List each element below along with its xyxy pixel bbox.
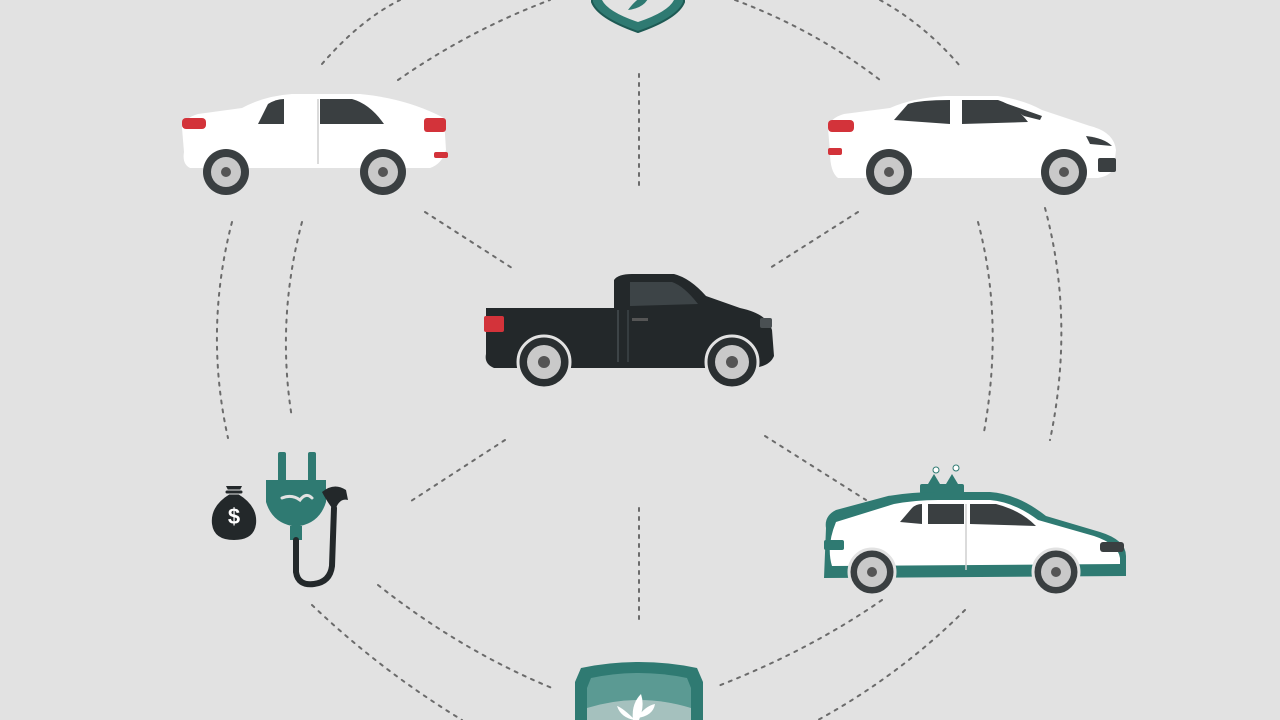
outer-arc-top-left: [321, 0, 401, 65]
inner-arc-right: [977, 221, 994, 433]
spoke-bottom-right: [764, 435, 867, 501]
outer-arc-right: [1044, 207, 1063, 441]
outer-arc-bottom-right: [817, 609, 966, 720]
money-bag-icon: $: [211, 486, 257, 540]
outer-arc-top-right: [879, 0, 961, 67]
black-pickup-truck-icon: [484, 274, 774, 390]
shield-leaf-icon: [591, 0, 685, 34]
inner-arc-top-left: [397, 0, 551, 81]
inner-arc-bottom-right: [717, 599, 883, 687]
spoke-bottom-left: [407, 439, 506, 504]
ev-plug-money-bag-icon: $: [211, 452, 348, 588]
connector-lines: [215, 0, 1063, 720]
white-sedan-icon: [182, 94, 448, 195]
ev-plug-icon: [266, 452, 348, 588]
outer-arc-bottom-left: [311, 604, 463, 720]
inner-arc-top-right: [734, 0, 881, 81]
outer-arc-left: [215, 221, 233, 439]
white-sedan-icon: [828, 96, 1116, 195]
spoke-top-left: [424, 211, 513, 269]
inner-arc-bottom-left: [377, 584, 553, 689]
shield-leaf-icon: [575, 662, 703, 720]
taxi-roof-sign-icon: [920, 464, 964, 494]
inner-arc-left: [284, 221, 303, 419]
spoke-top-right: [769, 211, 859, 269]
money-symbol: $: [228, 504, 240, 529]
teal-taxi-icon: [824, 464, 1126, 597]
